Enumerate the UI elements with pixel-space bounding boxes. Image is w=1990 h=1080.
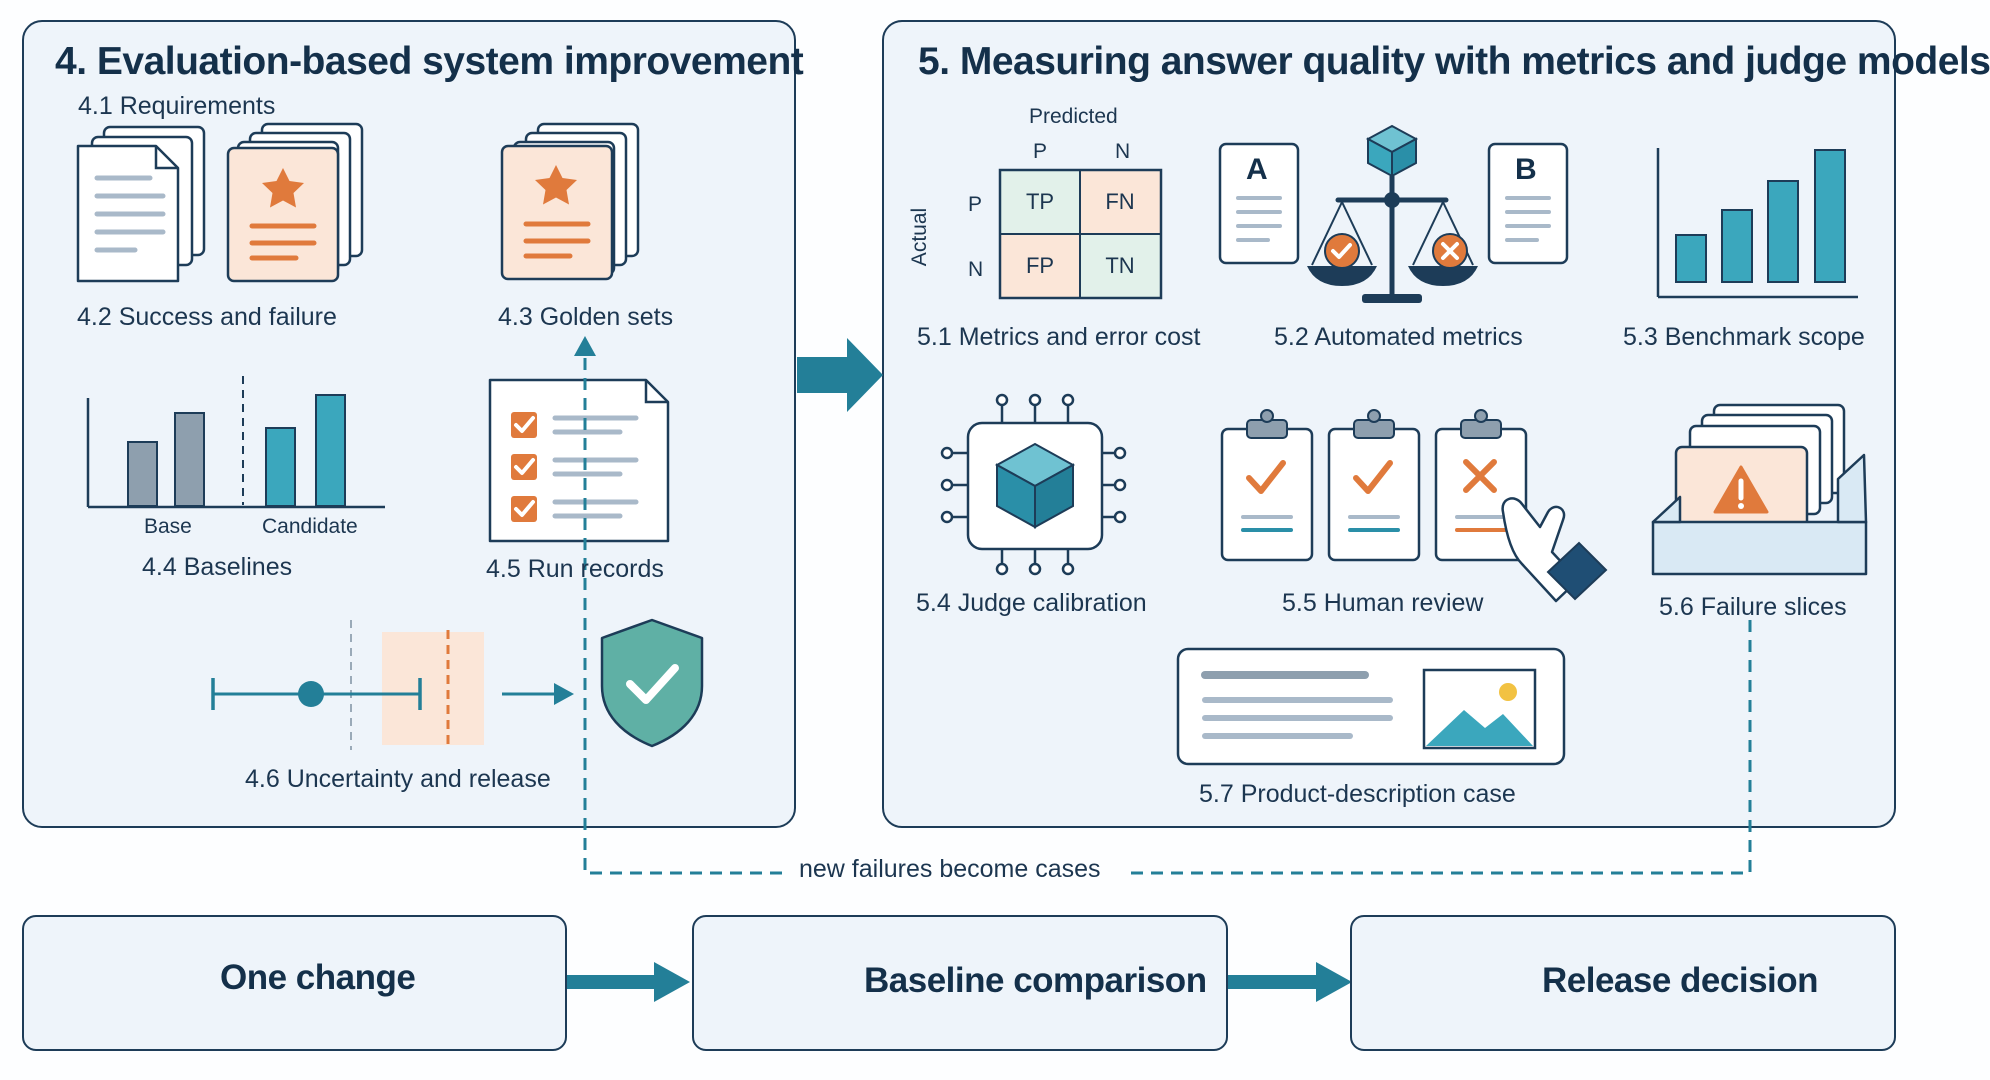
product-description-label: 5.7 Product-description case bbox=[1199, 780, 1516, 808]
baseline-comparison-label: Baseline comparison bbox=[864, 961, 1207, 1000]
release-shield-icon bbox=[600, 618, 704, 748]
star-document-stack-icon bbox=[226, 122, 364, 283]
metrics-error-cost-label: 5.1 Metrics and error cost bbox=[917, 323, 1201, 351]
clipboard-2-icon bbox=[1327, 409, 1421, 562]
section-4-title: 4. Evaluation-based system improvement bbox=[55, 40, 804, 83]
product-description-card bbox=[1176, 647, 1566, 766]
one-change-box bbox=[22, 915, 567, 1051]
requirements-document-icon bbox=[76, 125, 206, 283]
section-5-title: 5. Measuring answer quality with metrics… bbox=[918, 40, 1990, 83]
baselines-label: 4.4 Baselines bbox=[142, 553, 293, 581]
base-bar-1 bbox=[127, 441, 158, 507]
matrix-predicted-label: Predicted bbox=[1029, 105, 1118, 128]
candidate-bar-1 bbox=[265, 427, 296, 507]
section-transition-arrow bbox=[797, 338, 883, 412]
benchmark-bar-3 bbox=[1767, 180, 1799, 283]
baselines-bar-chart bbox=[86, 376, 385, 509]
failure-slices-icon bbox=[1651, 403, 1868, 576]
base-bar-2 bbox=[174, 412, 205, 507]
feedback-loop-label: new failures become cases bbox=[799, 855, 1101, 883]
reviewer-hand-icon bbox=[1501, 497, 1608, 603]
confusion-matrix-grid bbox=[998, 168, 1163, 300]
feedback-loop-arrow bbox=[583, 355, 1752, 875]
run-records-label: 4.5 Run records bbox=[486, 555, 664, 583]
run-records-checklist-icon bbox=[488, 378, 670, 543]
one-change-label: One change bbox=[220, 958, 416, 997]
card-b-icon bbox=[1487, 142, 1569, 265]
benchmark-bar-2 bbox=[1721, 209, 1753, 283]
golden-set-stack-icon bbox=[500, 122, 640, 281]
flow-arrow-2 bbox=[1228, 962, 1352, 1002]
clipboard-1-icon bbox=[1220, 409, 1314, 562]
judge-chip-icon bbox=[940, 393, 1127, 576]
matrix-row-p: P bbox=[968, 193, 983, 216]
feedback-arrowhead bbox=[574, 336, 596, 356]
flow-arrow-1 bbox=[566, 962, 690, 1002]
matrix-row-n: N bbox=[968, 258, 984, 281]
matrix-col-n: N bbox=[1115, 140, 1131, 163]
uncertainty-interval-icon bbox=[211, 620, 574, 750]
benchmark-bar-chart bbox=[1656, 148, 1858, 299]
matrix-cell-tp: TP bbox=[1025, 189, 1055, 214]
card-b-letter: B bbox=[1515, 153, 1537, 186]
matrix-cell-fp: FP bbox=[1025, 253, 1055, 278]
clipboard-3-icon bbox=[1434, 409, 1528, 562]
requirements-label: 4.1 Requirements bbox=[78, 92, 276, 120]
matrix-actual-label: Actual bbox=[908, 207, 932, 267]
base-label: Base bbox=[144, 515, 192, 538]
matrix-cell-fn: FN bbox=[1105, 189, 1135, 214]
card-a-icon bbox=[1218, 142, 1300, 265]
matrix-cell-tn: TN bbox=[1105, 253, 1135, 278]
uncertainty-release-label: 4.6 Uncertainty and release bbox=[245, 765, 551, 793]
human-review-label: 5.5 Human review bbox=[1282, 589, 1484, 617]
golden-sets-label: 4.3 Golden sets bbox=[498, 303, 674, 331]
candidate-label: Candidate bbox=[262, 515, 358, 538]
benchmark-bar-4 bbox=[1814, 149, 1846, 283]
release-decision-label: Release decision bbox=[1542, 961, 1819, 1000]
balance-scale-icon bbox=[1307, 124, 1478, 303]
release-decision-box bbox=[1350, 915, 1896, 1051]
automated-metrics-label: 5.2 Automated metrics bbox=[1274, 323, 1523, 351]
benchmark-scope-label: 5.3 Benchmark scope bbox=[1623, 323, 1865, 351]
benchmark-bar-1 bbox=[1675, 234, 1707, 283]
baseline-comparison-box bbox=[692, 915, 1228, 1051]
candidate-bar-2 bbox=[315, 394, 346, 507]
success-failure-label: 4.2 Success and failure bbox=[77, 303, 337, 331]
diagram-graphics bbox=[71, 122, 1868, 1037]
judge-calibration-label: 5.4 Judge calibration bbox=[916, 589, 1147, 617]
matrix-col-p: P bbox=[1033, 140, 1048, 163]
card-a-letter: A bbox=[1246, 153, 1268, 186]
failure-slices-label: 5.6 Failure slices bbox=[1659, 593, 1847, 621]
